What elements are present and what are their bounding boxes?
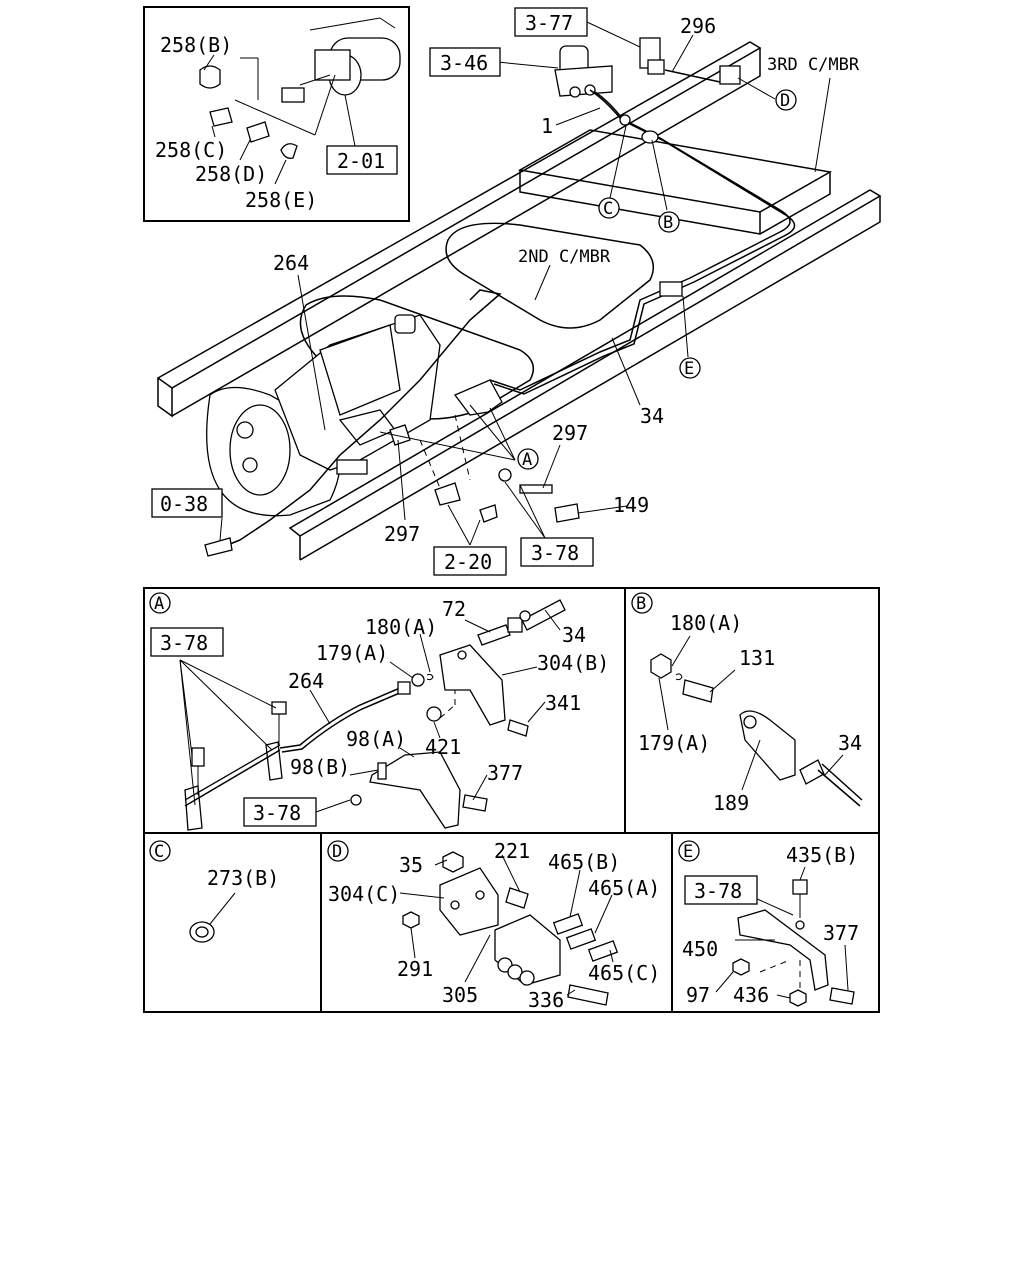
detail-e-callout-450: 450 <box>682 937 718 961</box>
svg-text:E: E <box>684 359 694 379</box>
circle-callout-b: B <box>658 211 680 233</box>
callout-258d: 258(D) <box>195 162 267 186</box>
detail-panel-e: E 435(B) 3-78 450 377 97 436 <box>671 832 880 1013</box>
svg-text:B: B <box>663 213 673 233</box>
detail-a-callout-72: 72 <box>442 597 466 621</box>
detail-b-callout-131: 131 <box>739 646 775 670</box>
detail-a-callout-34: 34 <box>562 623 586 647</box>
callout-258c: 258(C) <box>155 138 227 162</box>
detail-a-callout-377: 377 <box>487 761 523 785</box>
callout-34: 34 <box>640 404 664 428</box>
label-second-cross-member: 2ND C/MBR <box>518 247 611 267</box>
detail-d-callout-291: 291 <box>397 957 433 981</box>
fitting-258e <box>280 143 298 159</box>
valve-assembly <box>489 37 796 395</box>
callout-258e: 258(E) <box>245 188 317 212</box>
circle-callout-a: A <box>517 448 539 470</box>
ref-220: 2-20 <box>444 550 492 574</box>
detail-a-ref-378-bottom: 3-78 <box>253 801 301 825</box>
detail-e-ref-box <box>684 875 758 905</box>
label-third-cross-member: 3RD C/MBR <box>767 55 860 75</box>
detail-b-callout-179a: 179(A) <box>638 731 710 755</box>
svg-text:A: A <box>522 450 532 470</box>
main-illustration: 258(B) 258(C) 258(D) 258(E) 2-01 <box>143 6 882 576</box>
detail-d-callout-465c: 465(C) <box>588 961 660 985</box>
transmission-drawing <box>206 314 441 517</box>
fitting-258d <box>246 121 270 143</box>
fitting-258c <box>209 107 233 127</box>
ref-box-377 <box>514 7 588 37</box>
detail-panel-c: C 273(B) <box>143 832 322 1013</box>
svg-text:D: D <box>780 91 790 111</box>
ref-box-378 <box>520 537 594 567</box>
detail-d-callout-465a: 465(A) <box>588 876 660 900</box>
detail-d-callout-221: 221 <box>494 839 530 863</box>
actuator-drawing <box>281 17 401 103</box>
cable-end <box>204 537 233 557</box>
detail-a-callout-98a: 98(A) <box>346 727 406 751</box>
circle-callout-d: D <box>775 89 797 111</box>
bracket-group-a <box>389 379 580 523</box>
callout-149: 149 <box>613 493 649 517</box>
detail-b-callout-34: 34 <box>838 731 862 755</box>
main-leaders <box>219 21 831 546</box>
detail-e-callout-97: 97 <box>686 983 710 1007</box>
ref-377: 3-77 <box>525 11 573 35</box>
detail-panel-b: B 180(A) 131 179(A) 34 189 <box>624 587 880 834</box>
fitting-258b <box>199 65 221 89</box>
detail-e-callout-436: 436 <box>733 983 769 1007</box>
detail-e-callout-377: 377 <box>823 921 859 945</box>
inset-fitting-detail: 258(B) 258(C) 258(D) 258(E) 2-01 <box>143 6 410 222</box>
callout-258b: 258(B) <box>160 33 232 57</box>
detail-a-tag: A <box>154 594 164 614</box>
detail-d-callout-336: 336 <box>528 988 564 1012</box>
detail-a-ref-box-bottom <box>243 797 317 827</box>
detail-d-callout-304c: 304(C) <box>328 882 400 906</box>
circle-callout-c: C <box>598 197 620 219</box>
ref-box-220 <box>433 546 507 576</box>
detail-e-callout-435b: 435(B) <box>786 843 858 867</box>
ref-346: 3-46 <box>440 51 488 75</box>
detail-a-callout-98b: 98(B) <box>290 755 350 779</box>
detail-a-ref-378-top: 3-78 <box>160 631 208 655</box>
detail-a-callout-179a: 179(A) <box>316 641 388 665</box>
ref-box-201 <box>326 145 398 175</box>
ref-201: 2-01 <box>337 149 385 173</box>
detail-a-callout-341: 341 <box>545 691 581 715</box>
second-cross-member <box>445 222 655 329</box>
callout-297-lower: 297 <box>384 522 420 546</box>
ref-box-346 <box>429 47 501 77</box>
detail-a-callout-304b: 304(B) <box>537 651 609 675</box>
detail-d-tag: D <box>332 842 342 862</box>
circle-callout-e: E <box>679 357 701 379</box>
detail-a-callout-264: 264 <box>288 669 324 693</box>
detail-d-callout-465b: 465(B) <box>548 850 620 874</box>
detail-c-tag: C <box>154 842 164 862</box>
detail-b-callout-180a: 180(A) <box>670 611 742 635</box>
callout-1: 1 <box>541 114 553 138</box>
detail-a-ref-box-top <box>150 627 224 657</box>
detail-c-callout-273b: 273(B) <box>207 866 279 890</box>
svg-text:C: C <box>603 199 613 219</box>
callout-296: 296 <box>680 14 716 38</box>
detail-b-callout-189: 189 <box>713 791 749 815</box>
detail-a-callout-421: 421 <box>425 735 461 759</box>
ref-box-038 <box>151 488 223 518</box>
detail-e-ref-378: 3-78 <box>694 879 742 903</box>
ref-378: 3-78 <box>531 541 579 565</box>
detail-e-tag: E <box>683 842 693 862</box>
detail-b-tag: B <box>636 594 646 614</box>
detail-d-callout-305: 305 <box>442 983 478 1007</box>
callout-264: 264 <box>273 251 309 275</box>
detail-panel-a: A <box>143 587 626 834</box>
detail-a-callout-180a: 180(A) <box>365 615 437 639</box>
ref-038: 0-38 <box>160 492 208 516</box>
callout-297-upper: 297 <box>552 421 588 445</box>
detail-panel-d: D 35 221 465(B) 304(C) 465(A) 291 465(C)… <box>320 832 673 1013</box>
inset-frame <box>143 6 410 222</box>
detail-d-callout-35: 35 <box>399 853 423 877</box>
cable-264 <box>239 289 502 541</box>
